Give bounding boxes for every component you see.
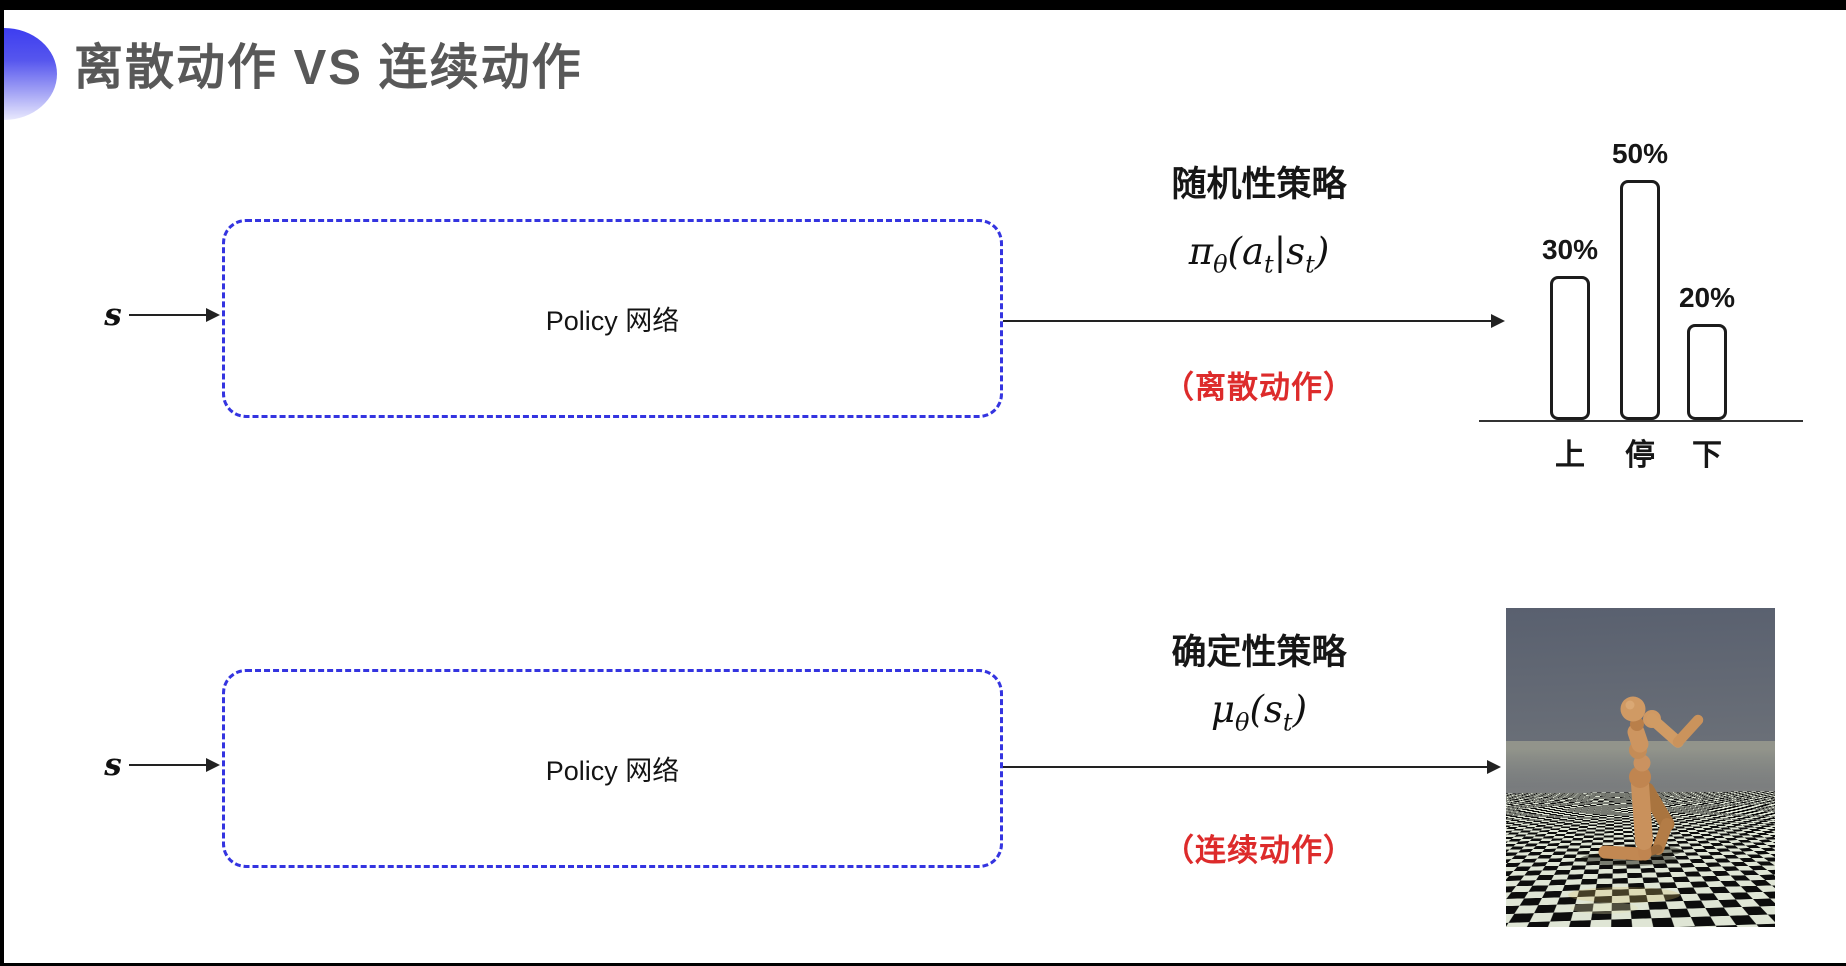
- title-accent-shape: [4, 28, 57, 120]
- humanoid-robot-figure: [1568, 696, 1704, 914]
- deterministic-policy-formula: μθ(st): [1087, 688, 1431, 736]
- prob-bar-下: [1687, 324, 1727, 420]
- prob-bar-上: [1550, 276, 1590, 420]
- output-arrow-bottom: [1003, 760, 1501, 774]
- policy-box-label-bottom: Policy 网络: [545, 756, 680, 786]
- output-arrow-top: [1003, 314, 1505, 328]
- policy-network-box-top: Policy 网络: [222, 219, 1003, 418]
- prob-bar-停: [1620, 180, 1660, 420]
- continuous-action-note: （连续动作）: [1163, 833, 1355, 868]
- page-title: 离散动作 VS 连续动作: [74, 41, 583, 95]
- action-probability-chart: 30% 上 50% 停 20% 下: [1479, 123, 1803, 472]
- prob-category-label: 下: [1692, 439, 1722, 472]
- policy-box-label-top: Policy 网络: [545, 306, 680, 336]
- input-arrow-top: [129, 308, 220, 322]
- slide-canvas: 离散动作 VS 连续动作 s Policy 网络 随机性策略 πθ(at|st)…: [4, 10, 1846, 963]
- humanoid-simulation-image: [1506, 608, 1775, 927]
- formula-mu: μθ(st): [1210, 688, 1308, 737]
- deterministic-policy-title: 确定性策略: [1171, 633, 1347, 672]
- discrete-action-note: （离散动作）: [1163, 370, 1355, 405]
- prob-value-label: 30%: [1541, 234, 1599, 265]
- stochastic-policy-formula: πθ(at|st): [1087, 230, 1431, 278]
- formula-pi: πθ(at|st): [1188, 230, 1330, 279]
- prob-category-label: 上: [1555, 439, 1585, 472]
- state-input-label-bottom: s: [104, 747, 122, 783]
- input-arrow-bottom: [129, 758, 220, 772]
- stochastic-policy-title: 随机性策略: [1171, 165, 1347, 204]
- prob-value-label: 50%: [1611, 138, 1669, 169]
- prob-category-label: 停: [1625, 439, 1655, 472]
- policy-network-box-bottom: Policy 网络: [222, 669, 1003, 868]
- state-input-label-top: s: [104, 297, 122, 333]
- prob-value-label: 20%: [1678, 282, 1736, 313]
